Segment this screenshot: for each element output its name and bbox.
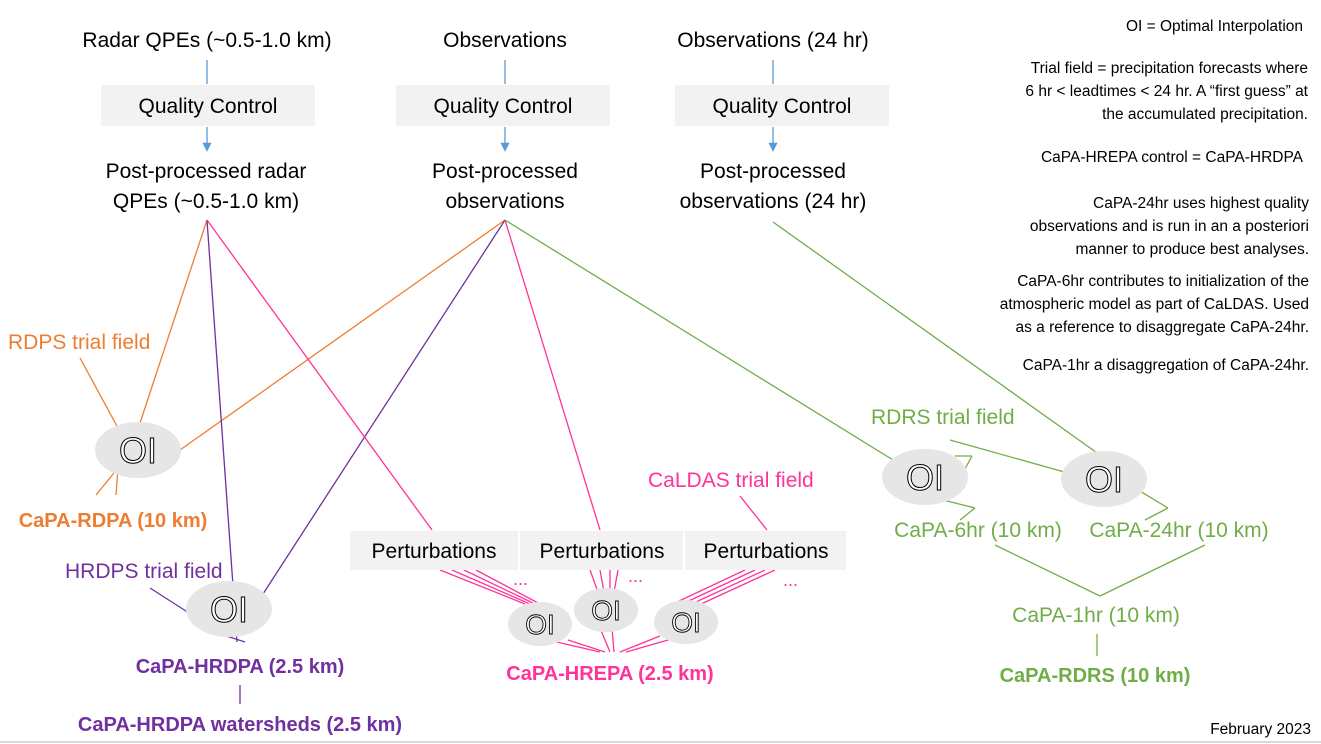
oi-node-hrdpa-label: OI	[210, 589, 248, 630]
oi-node-capa24: OI	[1061, 451, 1147, 507]
qc-box-radar-label: Quality Control	[139, 95, 278, 118]
perturbations-box-3-label: Perturbations	[704, 540, 829, 563]
product-capa-1hr: CaPA-1hr (10 km)	[1012, 604, 1180, 627]
qc-box-observations-label: Quality Control	[434, 95, 573, 118]
qc-box-observations: Quality Control	[396, 85, 610, 126]
perturbations-ellipsis-1: ...	[513, 569, 528, 589]
product-capa-6hr: CaPA-6hr (10 km)	[894, 519, 1062, 542]
bottom-rule	[0, 741, 1321, 743]
oi-node-capa24-label: OI	[1085, 459, 1123, 500]
processed-obs24-line1: Post-processed	[700, 160, 846, 183]
connector-lines	[79, 60, 1206, 704]
processed-radar-line2: QPEs (~0.5-1.0 km)	[113, 190, 299, 213]
perturbations-box-1-label: Perturbations	[372, 540, 497, 563]
perturbations-ellipsis-2: ...	[628, 566, 643, 586]
note-trial-line2: 6 hr < leadtimes < 24 hr. A “first guess…	[1025, 83, 1308, 100]
oi-node-capa6-label: OI	[906, 457, 944, 498]
date-label: February 2023	[1210, 721, 1311, 738]
oi-node-hrdpa: OI	[186, 581, 272, 637]
processed-radar-line1: Post-processed radar	[106, 160, 307, 183]
product-capa-hrdpa-watersheds: CaPA-HRDPA watersheds (2.5 km)	[78, 714, 402, 736]
processed-obs24-line2: observations (24 hr)	[680, 190, 867, 213]
oi-node-hrepa-right-label: OI	[671, 607, 701, 638]
source-radar: Radar QPEs (~0.5-1.0 km)	[82, 29, 331, 52]
note-capa6-line1: CaPA-6hr contributes to initialization o…	[1017, 273, 1309, 290]
note-capa24-line2: observations and is run in an a posterio…	[1030, 218, 1309, 235]
oi-node-hrepa-middle-label: OI	[591, 595, 621, 626]
qc-arrows	[202, 60, 778, 152]
notes-panel: OI = Optimal Interpolation Trial field =…	[1000, 18, 1310, 374]
note-trial-line3: the accumulated precipitation.	[1102, 106, 1308, 123]
rdps-trial-field-label: RDPS trial field	[8, 331, 150, 354]
rdrs-trial-field-label: RDRS trial field	[871, 406, 1015, 429]
oi-node-rdpa-label: OI	[119, 430, 157, 471]
perturbations-box-1: Perturbations	[350, 531, 518, 570]
hrepa-lines	[206, 219, 776, 653]
perturbations-box-3: Perturbations	[685, 531, 846, 570]
processed-obs-line1: Post-processed	[432, 160, 578, 183]
perturbations-box-2-label: Perturbations	[540, 540, 665, 563]
perturbations-box-2: Perturbations	[520, 531, 683, 570]
note-capa6-line3: as a reference to disaggregate CaPA-24hr…	[1015, 319, 1309, 336]
oi-node-hrepa-right: OI	[654, 600, 718, 644]
oi-node-hrepa-left-label: OI	[525, 609, 555, 640]
source-observations-24hr: Observations (24 hr)	[677, 29, 868, 52]
product-capa-hrepa: CaPA-HREPA (2.5 km)	[506, 663, 713, 685]
caldas-trial-field-label: CaLDAS trial field	[648, 469, 814, 492]
qc-box-observations-24hr: Quality Control	[675, 85, 889, 126]
hrdps-trial-field-label: HRDPS trial field	[65, 560, 223, 583]
note-capa1: CaPA-1hr a disaggregation of CaPA-24hr.	[1023, 357, 1309, 374]
perturbations-ellipsis-3: ...	[783, 570, 798, 590]
qc-box-observations-24hr-label: Quality Control	[713, 95, 852, 118]
oi-node-capa6: OI	[882, 449, 968, 505]
qc-box-radar: Quality Control	[101, 85, 315, 126]
oi-node-hrepa-middle: OI	[574, 588, 638, 632]
note-capa24-line1: CaPA-24hr uses highest quality	[1093, 195, 1309, 212]
product-capa-hrdpa: CaPA-HRDPA (2.5 km)	[136, 656, 345, 678]
note-trial-line1: Trial field = precipitation forecasts wh…	[1031, 60, 1308, 77]
note-capa24-line3: manner to produce best analyses.	[1076, 241, 1310, 258]
oi-node-hrepa-left: OI	[508, 602, 572, 646]
processed-obs-line2: observations	[445, 190, 564, 213]
note-oi: OI = Optimal Interpolation	[1126, 18, 1303, 35]
product-capa-rdrs: CaPA-RDRS (10 km)	[1000, 665, 1191, 687]
product-capa-24hr: CaPA-24hr (10 km)	[1089, 519, 1268, 542]
rdrs-lines	[504, 219, 1206, 656]
source-observations: Observations	[443, 29, 567, 52]
product-capa-rdpa: CaPA-RDPA (10 km)	[19, 510, 208, 532]
note-capa6-line2: atmospheric model as part of CaLDAS. Use…	[1000, 296, 1309, 313]
note-hrepa: CaPA-HREPA control = CaPA-HRDPA	[1041, 149, 1304, 166]
oi-node-rdpa: OI	[95, 422, 181, 478]
